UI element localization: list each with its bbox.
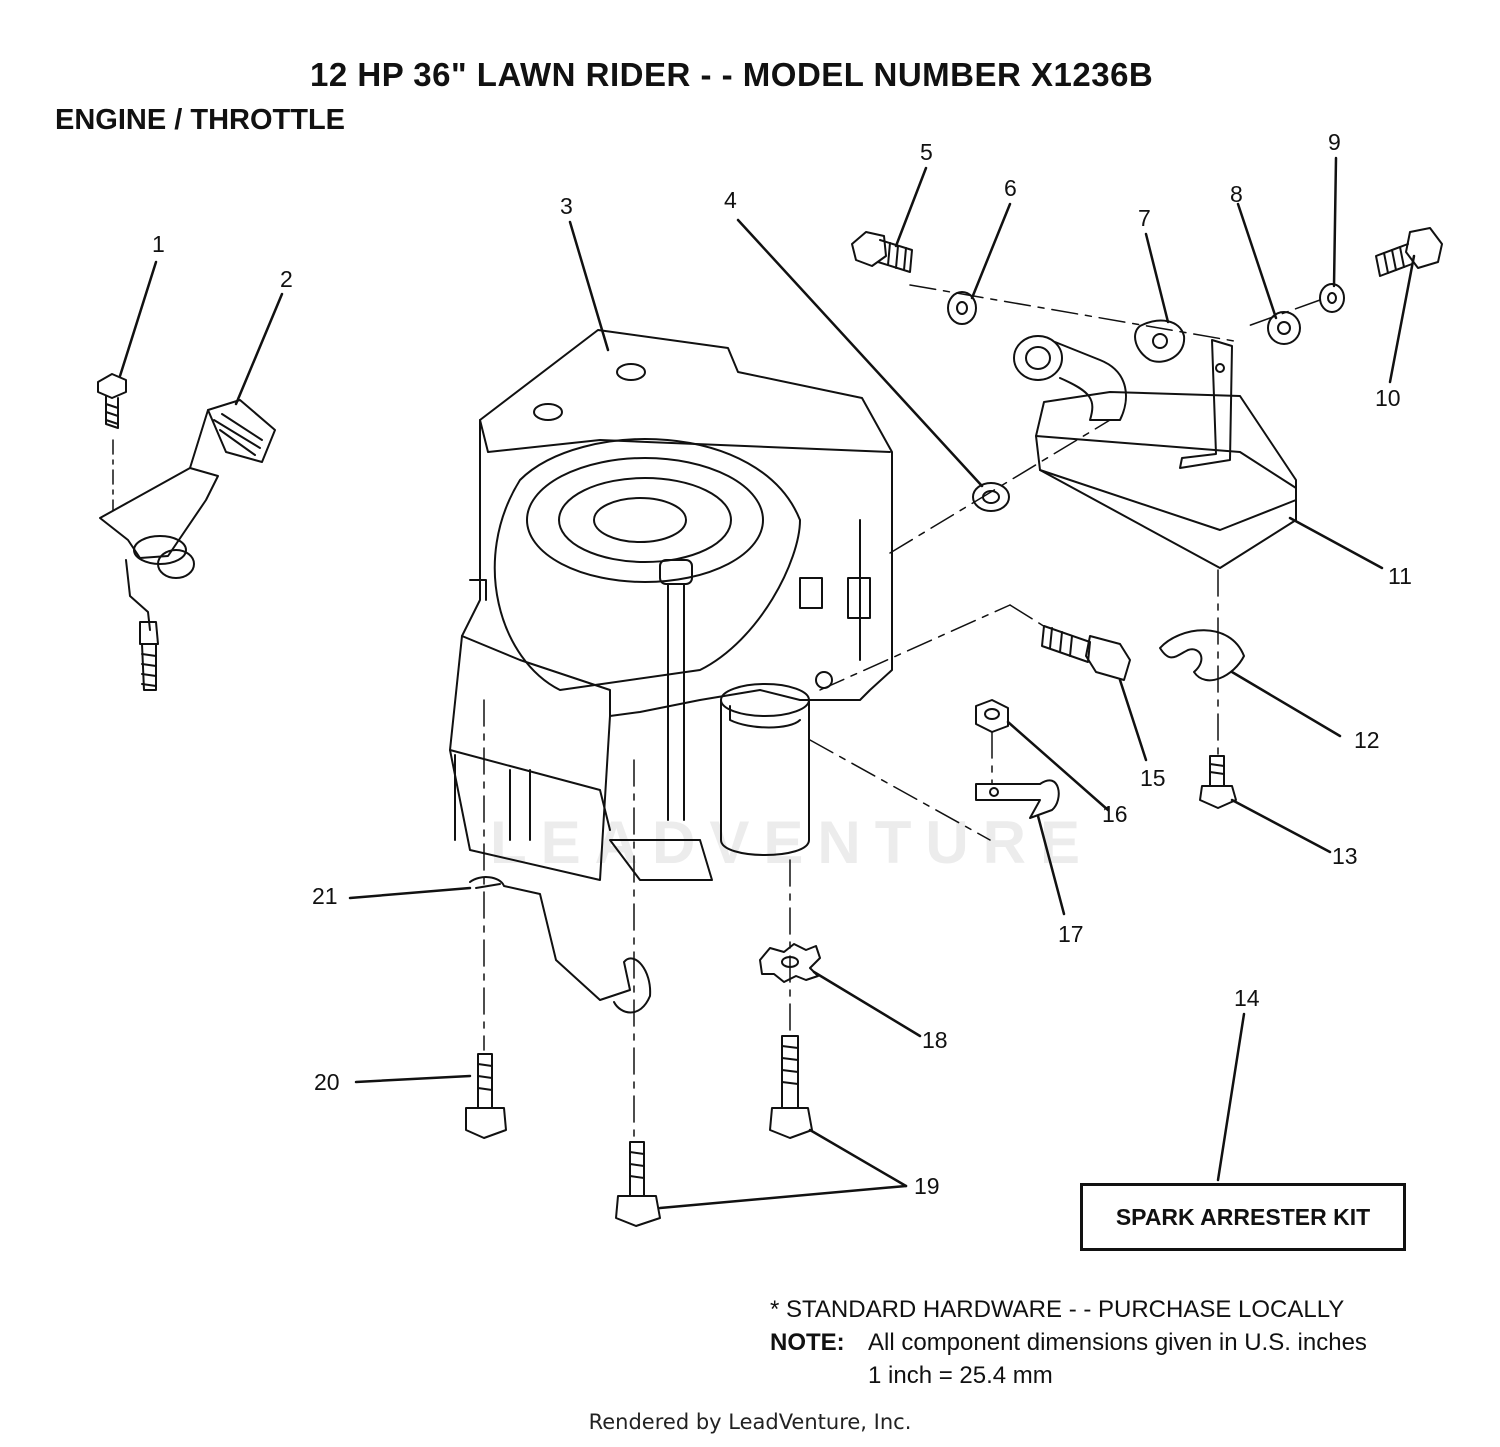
callout-4: 4 bbox=[724, 187, 737, 213]
clamp-part-17[interactable] bbox=[975, 779, 1060, 819]
callout-19: 19 bbox=[914, 1173, 940, 1199]
engine-part[interactable] bbox=[449, 329, 893, 881]
callout-16: 16 bbox=[1102, 801, 1128, 827]
spark-arrester-kit-box[interactable]: SPARK ARRESTER KIT bbox=[1080, 1183, 1406, 1251]
nut-part-4[interactable] bbox=[972, 482, 1010, 512]
note-label: NOTE: bbox=[770, 1329, 845, 1356]
callout-15: 15 bbox=[1140, 765, 1166, 791]
note-text: All component dimensions given in U.S. i… bbox=[868, 1329, 1367, 1356]
callout-5: 5 bbox=[920, 139, 933, 165]
callout-11: 11 bbox=[1388, 563, 1412, 589]
throttle-bolt-part[interactable] bbox=[97, 373, 127, 429]
page-title: 12 HP 36" LAWN RIDER - - MODEL NUMBER X1… bbox=[310, 56, 1154, 93]
bolt-part-19-b[interactable] bbox=[615, 1141, 661, 1227]
bolt-part-15[interactable] bbox=[1041, 625, 1131, 681]
watermark-text: LEADVENTURE bbox=[490, 809, 1095, 876]
screw-part-13[interactable] bbox=[1199, 755, 1237, 809]
section-title: ENGINE / THROTTLE bbox=[55, 104, 345, 136]
nut-part-16[interactable] bbox=[975, 699, 1009, 733]
lock-washer-part-6[interactable] bbox=[947, 291, 977, 325]
spark-arrester-screen-part-12[interactable] bbox=[1159, 629, 1245, 682]
callout-6: 6 bbox=[1004, 175, 1017, 201]
bolt-part-5[interactable] bbox=[851, 231, 913, 273]
callout-18: 18 bbox=[922, 1027, 948, 1053]
bolt-part-10[interactable] bbox=[1375, 227, 1443, 277]
callout-14: 14 bbox=[1234, 985, 1260, 1011]
bolt-part-20[interactable] bbox=[465, 1053, 507, 1139]
throttle-rod-part-21[interactable] bbox=[469, 876, 652, 1014]
callout-9: 9 bbox=[1328, 129, 1341, 155]
muffler-part-11[interactable] bbox=[1035, 339, 1297, 569]
standard-hardware-note: * STANDARD HARDWARE - - PURCHASE LOCALLY bbox=[770, 1296, 1345, 1323]
notes-block: * STANDARD HARDWARE - - PURCHASE LOCALLY… bbox=[770, 1293, 1367, 1392]
spark-arrester-kit-label: SPARK ARRESTER KIT bbox=[1115, 1203, 1371, 1230]
callout-7: 7 bbox=[1138, 205, 1151, 231]
lock-washer-part-9[interactable] bbox=[1319, 283, 1345, 313]
callout-12: 12 bbox=[1354, 727, 1380, 753]
exhaust-pipe-part[interactable] bbox=[1013, 335, 1127, 421]
conversion-note-row: 1 inch = 25.4 mm bbox=[770, 1359, 1367, 1392]
callout-13: 13 bbox=[1332, 843, 1358, 869]
bolt-part-19-a[interactable] bbox=[769, 1035, 813, 1139]
callout-21: 21 bbox=[312, 883, 338, 909]
callout-1: 1 bbox=[152, 231, 165, 257]
throttle-control-part[interactable] bbox=[99, 399, 276, 691]
callout-10: 10 bbox=[1375, 385, 1401, 411]
callout-20: 20 bbox=[314, 1069, 340, 1095]
callout-2: 2 bbox=[280, 266, 293, 292]
gasket-part-7[interactable] bbox=[1134, 319, 1186, 363]
callout-8: 8 bbox=[1230, 181, 1243, 207]
conversion-note: 1 inch = 25.4 mm bbox=[868, 1362, 1053, 1389]
callout-3: 3 bbox=[560, 193, 573, 219]
callout-labels: 1 2 3 4 5 6 7 8 9 10 11 12 13 14 15 16 1… bbox=[152, 129, 1412, 1199]
footer-credit: Rendered by LeadVenture, Inc. bbox=[588, 1410, 912, 1434]
dimension-note-row: NOTE: All component dimensions given in U… bbox=[770, 1326, 1367, 1359]
washer-part-8[interactable] bbox=[1267, 311, 1301, 345]
callout-17: 17 bbox=[1058, 921, 1084, 947]
